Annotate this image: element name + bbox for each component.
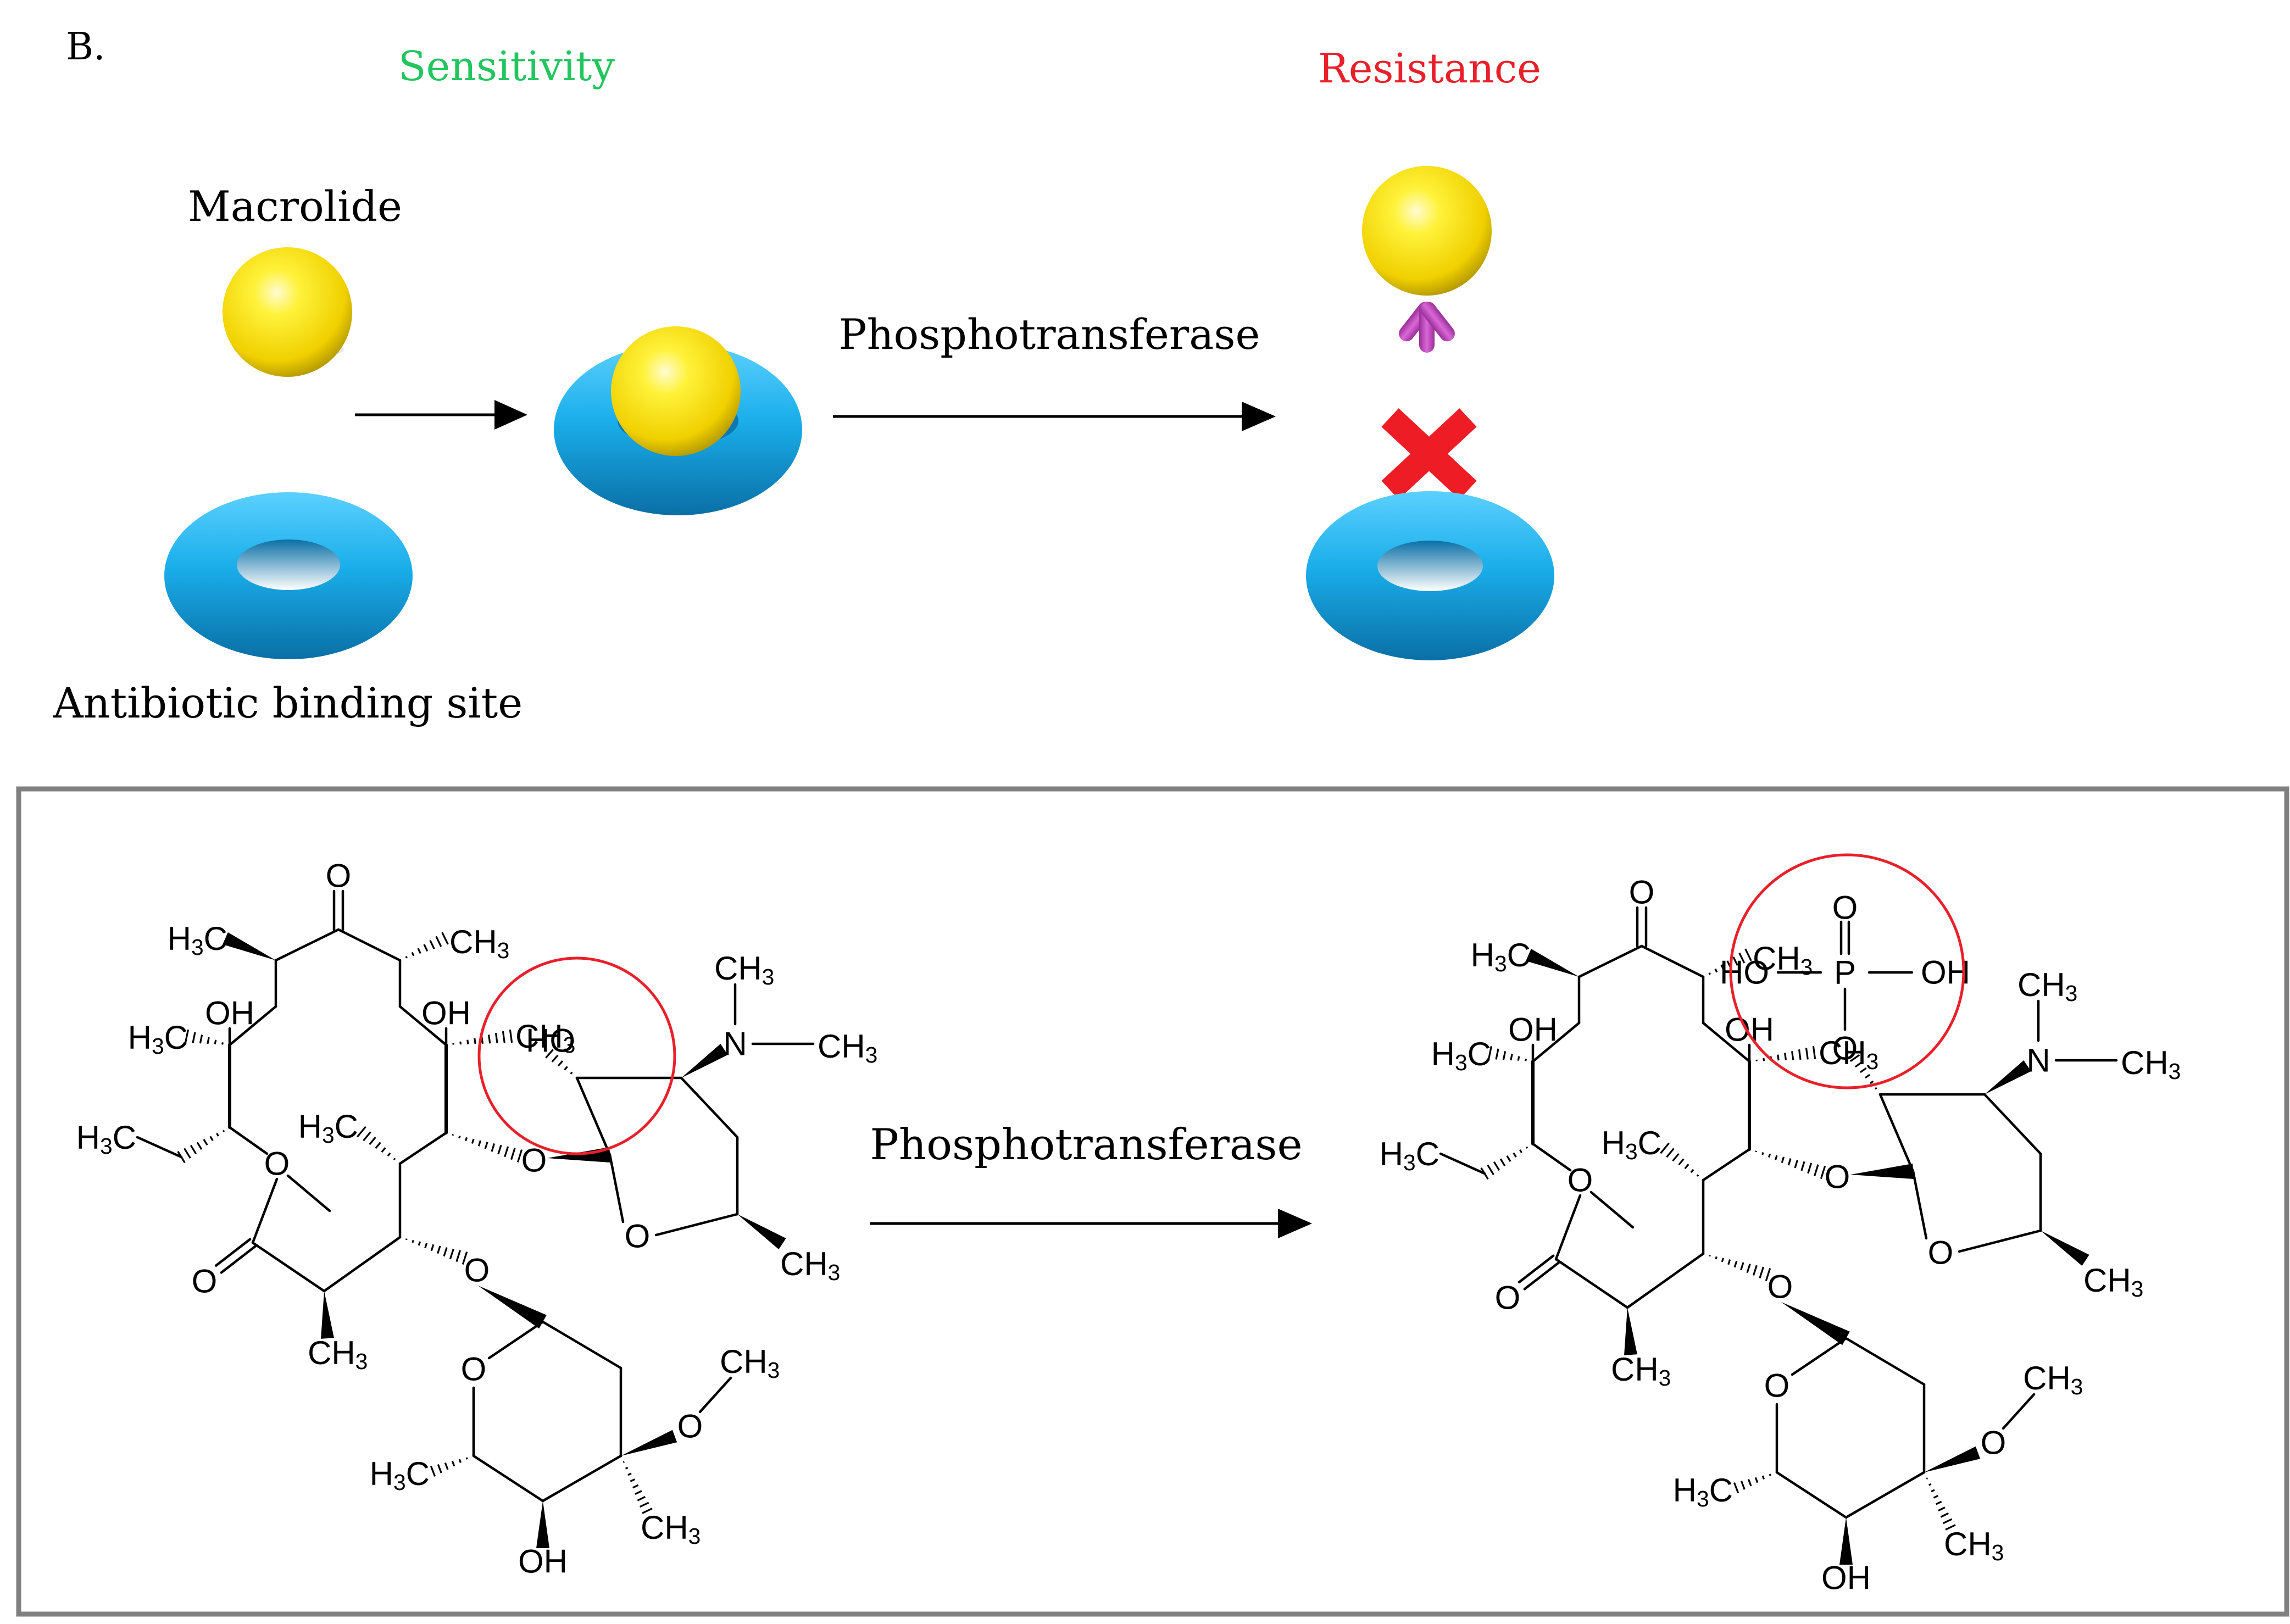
hash-bond xyxy=(419,1242,420,1245)
oxygen-label: O xyxy=(1764,1367,1790,1404)
hydroxyl-label: OH xyxy=(1725,1011,1774,1048)
hash-bond xyxy=(1763,1476,1764,1479)
hydroxyl-label: OH xyxy=(421,995,471,1032)
oxygen-label: O xyxy=(1767,1269,1793,1305)
hydroxyl-label: OH xyxy=(1821,1560,1871,1597)
panel-label: B. xyxy=(66,25,105,69)
hash-bond xyxy=(466,1137,467,1141)
resistance-heading: Resistance xyxy=(1318,45,1541,92)
arrow-binding xyxy=(355,400,527,430)
phosphotransferase-label-bottom: Phosphotransferase xyxy=(870,1120,1302,1170)
hash-bond xyxy=(489,1035,490,1043)
oxygen-label: O xyxy=(625,1218,651,1255)
oxygen-label: O xyxy=(192,1263,218,1300)
hash-bond xyxy=(1926,1478,1927,1479)
hash-bond xyxy=(1709,973,1710,975)
resistant-binding-site-torus-icon xyxy=(1306,491,1554,660)
hash-bond xyxy=(459,1459,460,1462)
hash-bond xyxy=(1929,1484,1931,1485)
hash-bond xyxy=(1875,1088,1877,1089)
nitrogen-label: N xyxy=(2026,1042,2050,1079)
hash-bond xyxy=(626,1467,628,1469)
phosphorylated-macrolide-icon xyxy=(1362,166,1492,353)
hydroxyl-label: OH xyxy=(1508,1011,1558,1048)
hash-bond xyxy=(1769,1154,1770,1157)
hydroxyl-label: OH xyxy=(518,1543,568,1580)
hydroxyl-label: HO xyxy=(1720,954,1769,991)
arrow-phosphorylation-top xyxy=(833,402,1276,431)
hash-bond xyxy=(215,1040,216,1044)
hash-bond xyxy=(406,956,407,958)
sensitivity-heading: Sensitivity xyxy=(398,43,615,90)
binding-site-torus-icon xyxy=(164,492,413,659)
oxygen-label: O xyxy=(1928,1234,1954,1271)
phosphorus-label: P xyxy=(1834,954,1856,991)
hash-bond xyxy=(1756,1151,1757,1152)
oxygen-label: O xyxy=(326,858,352,894)
blocked-cross-icon xyxy=(1390,418,1468,490)
hash-bond xyxy=(466,1458,467,1459)
hash-bond xyxy=(1785,1053,1786,1060)
hash-bond xyxy=(1697,1175,1698,1176)
oxygen-label: O xyxy=(264,1145,290,1182)
oxygen-label: O xyxy=(1825,1159,1850,1195)
phosphotransferase-label-top: Phosphotransferase xyxy=(838,310,1260,359)
hydroxyl-label: OH xyxy=(205,995,254,1032)
hash-bond xyxy=(459,1136,460,1138)
oxygen-label: O xyxy=(1629,874,1655,911)
oxygen-label: O xyxy=(1568,1162,1593,1199)
hash-bond xyxy=(223,1130,224,1132)
hydroxyl-label: HO xyxy=(526,1022,575,1059)
hash-bond xyxy=(571,1072,572,1074)
oxygen-label: O xyxy=(1832,889,1858,926)
hash-bond xyxy=(1792,1051,1793,1060)
macrolide-ball-icon xyxy=(223,247,352,377)
hash-bond xyxy=(1722,1258,1723,1262)
oxygen-label: O xyxy=(461,1351,487,1388)
oxygen-label: O xyxy=(1981,1425,2006,1461)
hash-bond xyxy=(406,1239,407,1240)
binding-site-label: Antibiotic binding site xyxy=(53,678,523,727)
hash-bond xyxy=(394,1158,395,1160)
oxygen-label: O xyxy=(1832,1030,1858,1067)
bound-complex-icon xyxy=(554,326,802,515)
oxygen-label: O xyxy=(464,1252,490,1289)
oxygen-label: O xyxy=(1495,1280,1521,1316)
oxygen-label: O xyxy=(677,1408,703,1445)
hash-bond xyxy=(1518,1056,1519,1061)
hash-bond xyxy=(460,1042,461,1044)
hash-bond xyxy=(1709,1255,1710,1256)
hash-bond xyxy=(1526,1147,1527,1148)
nitrogen-label: N xyxy=(723,1026,747,1063)
macrolide-label: Macrolide xyxy=(188,182,402,231)
